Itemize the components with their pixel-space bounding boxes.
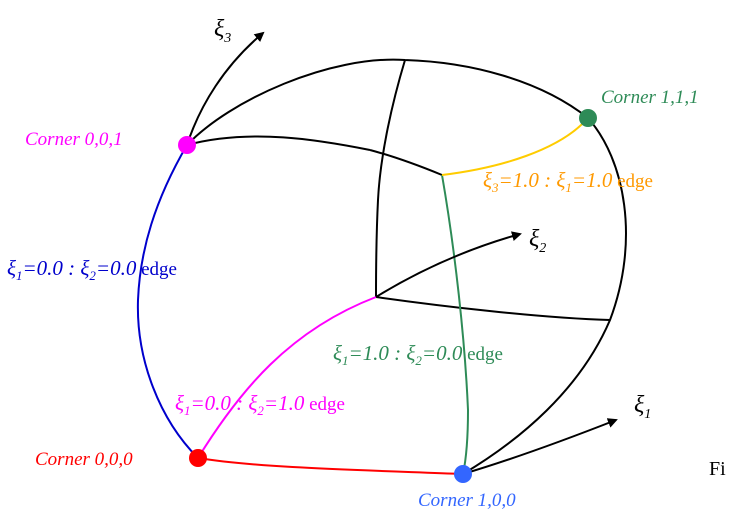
axis-xi2-label: ξ2 xyxy=(529,226,546,256)
edge-red-xi2-0-xi3-0 xyxy=(197,457,464,475)
edge-blue-xi1-0-xi2-0 xyxy=(136,144,199,459)
axis-xi1-arrow xyxy=(462,418,618,475)
edge-magenta-label: ξ1=0.0 : ξ2=1.0 edge xyxy=(175,391,345,418)
axis-xi2-arrow xyxy=(375,231,522,298)
axis-xi3-arrow xyxy=(186,31,265,146)
wire-vertical-mid xyxy=(375,59,406,298)
edge-green-label: ξ1=1.0 : ξ2=0.0 edge xyxy=(333,341,503,368)
axis-xi1-label: ξ1 xyxy=(634,392,651,422)
edge-orange-xi3-1-xi1-1 xyxy=(441,117,589,176)
wire-top-inner xyxy=(186,135,371,151)
edge-magenta-xi1-0-xi2-1 xyxy=(197,296,377,459)
corner-0-0-1-label: Corner 0,0,1 xyxy=(25,129,123,150)
corner-1-0-0-dot xyxy=(454,465,472,483)
corner-0-0-1-dot xyxy=(178,136,196,154)
axis-xi3-label: ξ3 xyxy=(214,16,231,46)
wire-lower-right xyxy=(375,296,611,321)
edge-green-xi1-1-xi2-0 xyxy=(441,174,470,475)
wire-middle-top xyxy=(369,149,443,176)
caption-fragment: Fi xyxy=(709,458,726,480)
corner-0-0-0-dot xyxy=(189,449,207,467)
corner-0-0-0-label: Corner 0,0,0 xyxy=(35,449,133,470)
corner-1-1-1-dot xyxy=(579,109,597,127)
edge-orange-label: ξ3=1.0 : ξ1=1.0 edge xyxy=(483,168,653,195)
corner-1-1-1-label: Corner 1,1,1 xyxy=(601,87,699,108)
corner-1-0-0-label: Corner 1,0,0 xyxy=(418,490,516,511)
edge-blue-label: ξ1=0.0 : ξ2=0.0 edge xyxy=(7,256,177,283)
element-wireframe xyxy=(186,58,627,475)
